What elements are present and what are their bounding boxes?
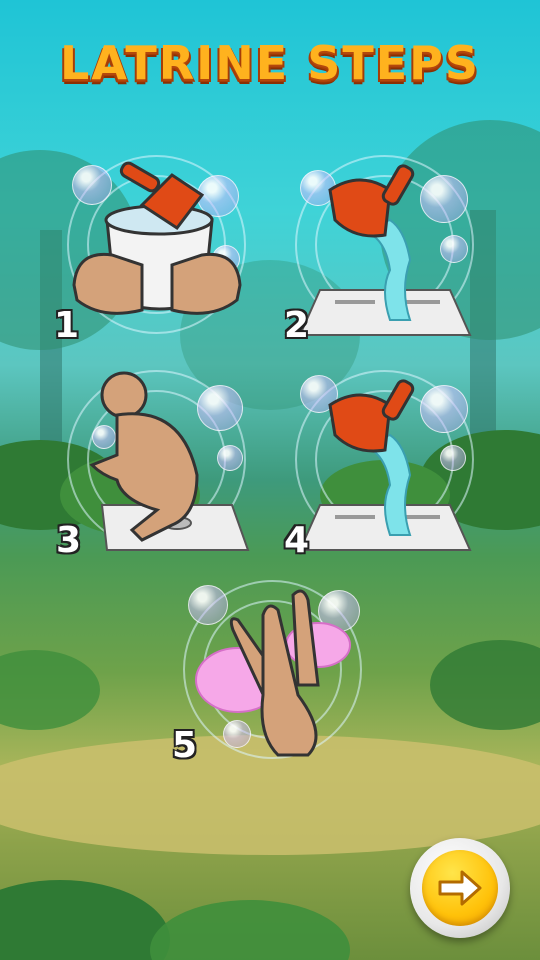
step-1-card: 1	[54, 150, 252, 346]
step-4-card: 4	[284, 365, 480, 561]
step-1-number: 1	[54, 305, 80, 346]
flush-with-water-icon	[298, 379, 472, 551]
arrow-right-icon	[438, 870, 482, 906]
squat-on-latrine-icon	[89, 371, 250, 551]
step-3-number: 3	[56, 520, 82, 561]
bucket-in-hands-icon	[72, 161, 242, 315]
step-2-card: 2	[284, 150, 480, 346]
step-3-card: 3	[56, 365, 252, 561]
step-5-card: 5	[172, 575, 368, 766]
next-button[interactable]	[410, 838, 510, 938]
screen-title: LATRINE STEPS	[60, 36, 480, 90]
step-2-number: 2	[284, 305, 310, 346]
pour-water-latrine-icon	[298, 164, 472, 336]
step-4-number: 4	[284, 520, 310, 561]
step-5-number: 5	[172, 725, 198, 766]
wash-hands-soap-icon	[195, 589, 351, 757]
